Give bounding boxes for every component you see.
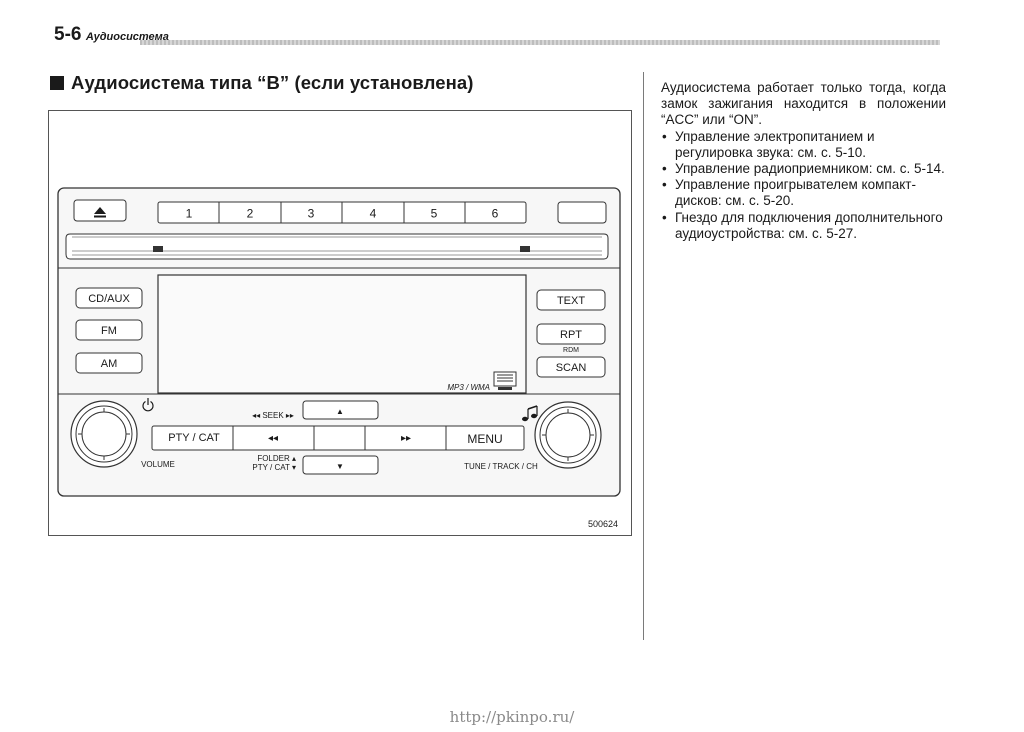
cd-aux-label: CD/AUX [88,293,130,305]
cd-aux-button[interactable] [75,287,143,309]
folder-down-arrow: ▼ [336,462,344,471]
reference-list: Управление электропитанием и регулировка… [661,129,946,242]
folder-down-button[interactable] [302,455,379,475]
page-number: 5-6 [54,24,82,45]
square-bullet-icon [50,76,64,90]
blank-button[interactable] [557,201,607,224]
seek-label: ◂◂ SEEK ▸▸ [252,411,294,420]
menu-button[interactable]: MENU [467,432,502,446]
am-button[interactable] [75,352,143,374]
preset-button-3[interactable]: 3 [308,207,315,221]
figure-code: 500624 [588,519,618,529]
am-label: AM [101,358,118,370]
text-button-label: TEXT [557,295,585,307]
footer-url[interactable]: http://pkinpo.ru/ [449,708,575,726]
text-button[interactable] [536,289,606,311]
section-title: Аудиосистема типа “B” (если установлена) [50,72,474,94]
scan-button-label: SCAN [556,362,587,374]
eject-icon [94,207,106,218]
tune-knob[interactable] [534,401,602,469]
cd-slot [65,233,609,260]
preset-button-4[interactable]: 4 [370,207,377,221]
rpt-button-label: RPT [560,329,582,341]
pty-cat-button[interactable]: PTY / CAT [168,432,220,444]
audio-unit-figure: 1 2 3 4 5 6 CD/AUX FM AM MP3 / WMA TEXT … [57,187,621,529]
preset-button-5[interactable]: 5 [431,207,438,221]
header-rule [140,40,940,45]
preset-button-2[interactable]: 2 [247,207,254,221]
seek-up-arrow: ▲ [336,407,344,416]
seek-up-button[interactable] [302,400,379,420]
fm-label: FM [101,325,117,337]
section-title-text: Аудиосистема типа “B” (если установлена) [71,72,474,93]
volume-label: VOLUME [141,460,175,469]
figure-frame [48,110,632,536]
rewind-button[interactable]: ◂◂ [268,433,278,444]
rpt-button[interactable] [536,323,606,345]
music-note-icon [522,405,538,422]
scan-button[interactable] [536,356,606,378]
folder-label: FOLDER ▴ [257,454,296,463]
rdm-label: RDM [563,347,579,354]
preset-button-6[interactable]: 6 [492,207,499,221]
forward-button[interactable]: ▸▸ [401,433,411,444]
reference-item: Управление электропитанием и регулировка… [661,129,946,161]
control-button-row [151,425,525,451]
reference-item: Управление радиоприемником: см. с. 5-14. [661,161,946,177]
tune-track-ch-label: TUNE / TRACK / CH [464,462,538,471]
display-screen [157,274,527,394]
description-column: Аудиосистема работает только тогда, когд… [661,80,946,242]
reference-item: Гнездо для подключения дополнительного а… [661,210,946,242]
reference-item: Управление проигрывателем компакт-дисков… [661,177,946,209]
power-icon [142,398,154,412]
volume-knob[interactable] [70,400,138,468]
preset-button-1[interactable]: 1 [186,207,193,221]
column-divider [643,72,644,640]
preset-buttons: 1 2 3 4 5 6 [157,201,527,224]
intro-paragraph: Аудиосистема работает только тогда, когд… [661,80,946,128]
display-format-label: MP3 / WMA [447,383,490,392]
compact-disc-logo [493,371,517,390]
fm-button[interactable] [75,319,143,341]
folder-pty-cat-label: PTY / CAT ▾ [252,463,296,472]
